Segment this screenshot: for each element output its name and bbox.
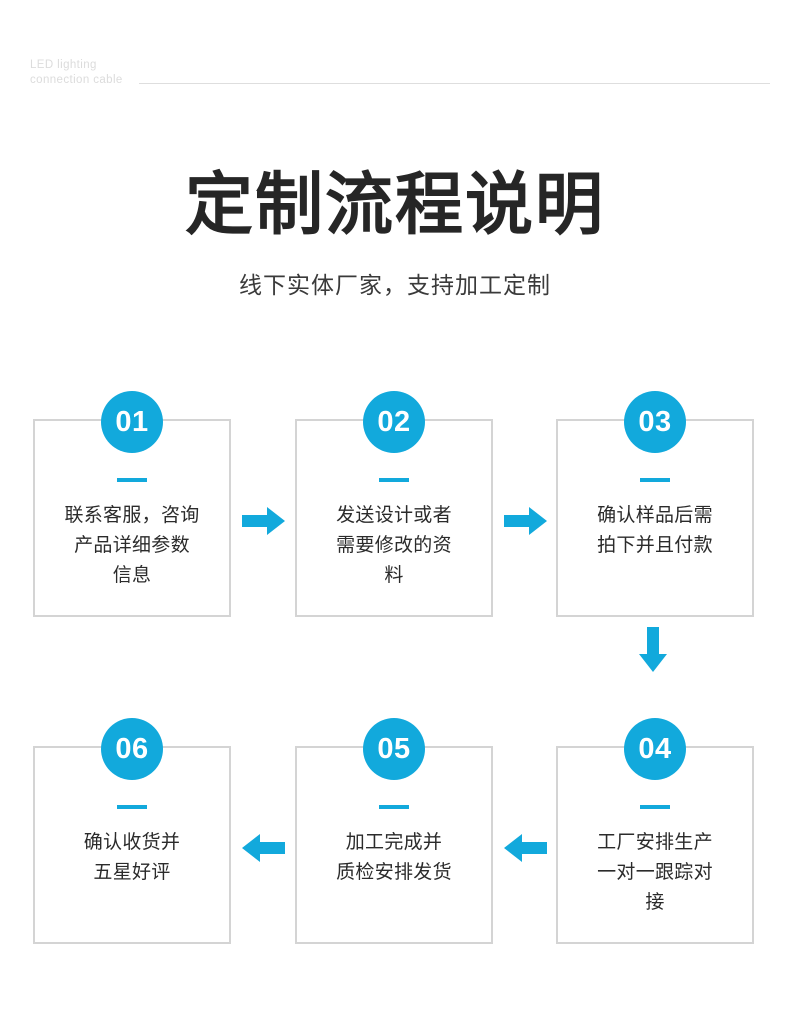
flow-row-one: 01 联系客服，咨询 产品详细参数 信息 02 发送设计或者 需要修改的资 料 …	[0, 389, 790, 672]
step-badge-01: 01	[101, 391, 163, 453]
step-text-05: 加工完成并 质检安排发货	[336, 832, 452, 883]
heading-block: 定制流程说明 线下实体厂家，支持加工定制	[0, 163, 790, 300]
corner-label: LED lighting connection cable	[30, 58, 770, 87]
step-card-04[interactable]: 04 工厂安排生产 一对一跟踪对 接	[556, 718, 754, 944]
step-text-02: 发送设计或者 需要修改的资 料	[336, 505, 452, 586]
step-text-06: 确认收货并 五星好评	[83, 832, 181, 883]
step-divider-02	[379, 478, 409, 482]
process-flow: 01 联系客服，咨询 产品详细参数 信息 02 发送设计或者 需要修改的资 料 …	[0, 389, 790, 946]
step-text-01: 联系客服，咨询 产品详细参数 信息	[64, 505, 200, 586]
step-card-01[interactable]: 01 联系客服，咨询 产品详细参数 信息	[33, 391, 231, 617]
step-badge-04: 04	[624, 718, 686, 780]
arrow-right-icon	[504, 506, 548, 536]
step-badge-06: 06	[101, 718, 163, 780]
step-divider-01	[117, 478, 147, 482]
step-card-06[interactable]: 06 确认收货并 五星好评	[33, 718, 231, 944]
step-card-02[interactable]: 02 发送设计或者 需要修改的资 料	[295, 391, 493, 617]
step-divider-06	[117, 805, 147, 809]
arrow-left-icon	[242, 833, 286, 863]
flow-row-two: 06 确认收货并 五星好评 05 加工完成并 质检安排发货 04 工厂安排生产 …	[0, 716, 790, 946]
arrow-right-icon	[242, 506, 286, 536]
step-badge-05: 05	[363, 718, 425, 780]
step-divider-03	[640, 478, 670, 482]
arrow-left-icon	[504, 833, 548, 863]
step-divider-05	[379, 805, 409, 809]
step-card-03[interactable]: 03 确认样品后需 拍下并且付款	[556, 391, 754, 617]
step-text-03: 确认样品后需 拍下并且付款	[597, 505, 713, 556]
corner-label-text: LED lighting connection cable	[30, 59, 123, 86]
step-divider-04	[640, 805, 670, 809]
step-text-04: 工厂安排生产 一对一跟踪对 接	[597, 832, 713, 913]
corner-label-rule	[138, 83, 770, 84]
page-title: 定制流程说明	[184, 167, 605, 243]
step-card-05[interactable]: 05 加工完成并 质检安排发货	[295, 718, 493, 944]
page-subtitle: 线下实体厂家，支持加工定制	[239, 272, 551, 298]
step-badge-02: 02	[363, 391, 425, 453]
arrow-down-icon	[638, 627, 668, 673]
step-badge-03: 03	[624, 391, 686, 453]
